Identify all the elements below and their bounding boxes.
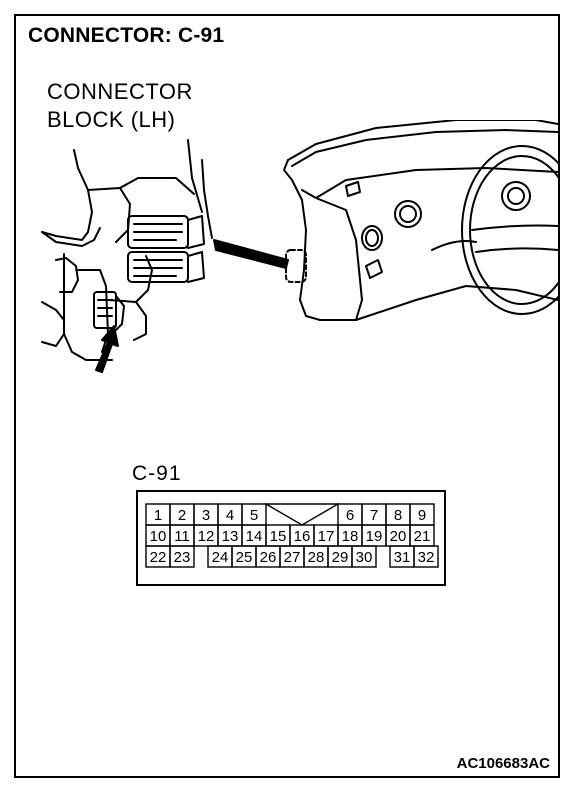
pin-number: 30: [356, 549, 373, 566]
pin-number: 3: [202, 507, 210, 524]
pin-number: 9: [418, 507, 426, 524]
pin-number: 28: [308, 549, 325, 566]
pin-number: 8: [394, 507, 402, 524]
pin-cell: [413, 545, 439, 568]
pin-number: 22: [150, 549, 167, 566]
location-pointer: [213, 239, 289, 269]
pin-number: 14: [246, 528, 263, 545]
pin-number: 23: [174, 549, 191, 566]
pin-number: 11: [174, 528, 190, 545]
upper-connector-drawing: [127, 215, 205, 249]
pin-number: 1: [154, 507, 162, 524]
pin-number: 12: [198, 528, 215, 545]
dashboard-drawing: [283, 120, 558, 321]
pin-cell: [169, 545, 195, 568]
pin-number: 27: [284, 549, 301, 566]
pin-number: 6: [346, 507, 354, 524]
connector-block-drawing: [41, 139, 213, 361]
location-illustration: [41, 120, 558, 373]
pin-number: 17: [318, 528, 335, 545]
pin-number: 24: [212, 549, 229, 566]
pin-number: 5: [250, 507, 258, 524]
pin-number: 26: [260, 549, 277, 566]
connector-key-notch: [263, 503, 341, 526]
connector-block-label: CONNECTOR BLOCK (LH): [47, 78, 193, 134]
diagram-frame: [14, 14, 560, 778]
pin-number: 10: [150, 528, 167, 545]
pin-number: 15: [270, 528, 287, 545]
diagram-title: CONNECTOR: C-91: [28, 24, 225, 47]
pin-number: 7: [370, 507, 378, 524]
pin-number: 25: [236, 549, 253, 566]
pin-number: 20: [390, 528, 407, 545]
connector-housing: [136, 490, 446, 586]
pin-number: 13: [222, 528, 239, 545]
pin-number: 4: [226, 507, 234, 524]
pin-cell: [351, 545, 377, 568]
pin-number: 2: [178, 507, 186, 524]
connector-id-label: C-91: [132, 462, 182, 485]
pin-number: 21: [414, 528, 431, 545]
lower-connector-drawing: [127, 251, 205, 283]
pin-number: 18: [342, 528, 359, 545]
block-label-line-1: CONNECTOR: [47, 79, 193, 104]
pin-number: 29: [332, 549, 349, 566]
pin-number: 16: [294, 528, 311, 545]
pin-number: 32: [418, 549, 435, 566]
pin-number: 19: [366, 528, 383, 545]
location-marker: [285, 249, 307, 283]
pin-number: 31: [394, 549, 411, 566]
pointer-arrow-icon: [95, 325, 119, 373]
block-label-line-2: BLOCK (LH): [47, 107, 176, 132]
figure-id: AC106683AC: [456, 755, 550, 772]
plug-drawing: [93, 291, 125, 331]
